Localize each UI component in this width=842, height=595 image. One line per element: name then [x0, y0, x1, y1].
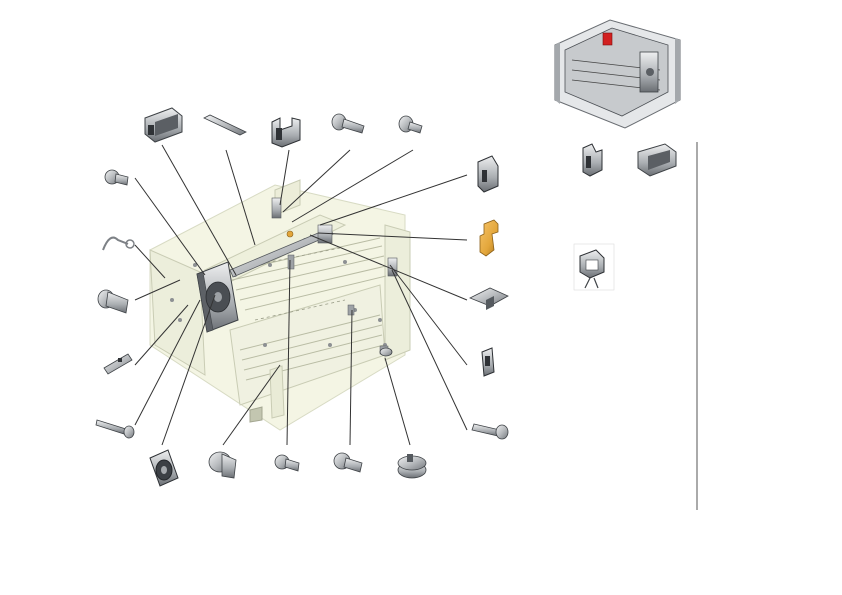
assembly-icon — [554, 19, 681, 129]
screw-icon — [104, 169, 129, 186]
switch-icon — [481, 347, 495, 377]
bracket-icon — [469, 287, 509, 310]
clip-icon — [271, 117, 301, 148]
nut-icon — [379, 347, 393, 357]
plate-icon — [103, 353, 133, 375]
screw-icon — [274, 454, 300, 472]
leader-lines — [134, 144, 468, 446]
fan-icon — [149, 449, 179, 487]
bracket-icon — [144, 107, 183, 143]
holder-icon — [573, 243, 615, 291]
gear-icon — [397, 454, 427, 479]
block-icon — [479, 219, 499, 257]
spring-icon — [102, 236, 135, 251]
rod-icon — [203, 114, 247, 136]
screw-icon — [331, 113, 365, 134]
bracket-icon — [637, 143, 677, 177]
clip-icon — [582, 143, 603, 177]
screw-icon — [333, 452, 363, 473]
clip-icon — [477, 155, 499, 193]
long-screw-icon — [471, 423, 509, 440]
knob-icon — [208, 451, 237, 479]
main-frame — [149, 179, 411, 431]
screw-icon — [398, 115, 423, 134]
long-screw-icon — [95, 419, 135, 439]
pin-icon — [97, 289, 129, 314]
